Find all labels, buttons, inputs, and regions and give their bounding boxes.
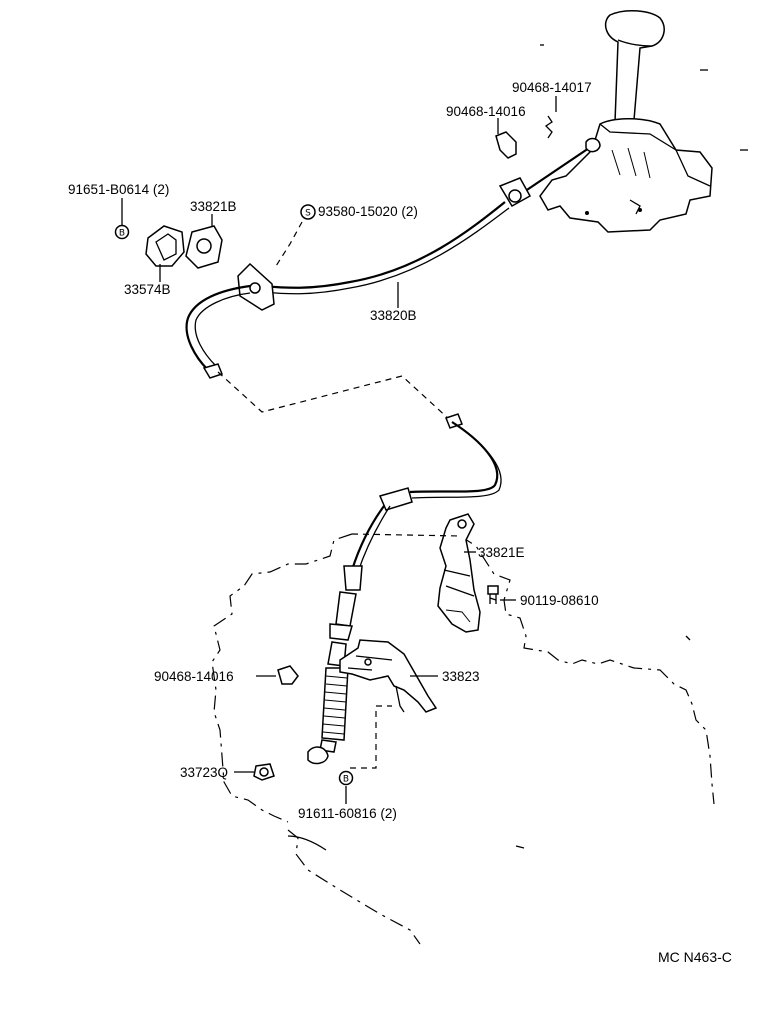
symbol-b-bottom: B (338, 770, 354, 786)
label-91651-B0614: 91651-B0614 (2) (68, 182, 169, 197)
bracket-33823 (339, 639, 438, 713)
symbol-b-top: B (114, 224, 130, 240)
nut-33723Q (253, 763, 275, 781)
bracket-33821E (437, 513, 481, 633)
bolt-90119 (487, 585, 499, 604)
label-90468-14016-top: 90468-14016 (446, 104, 526, 119)
svg-text:B: B (119, 229, 125, 239)
label-90468-14016-bottom: 90468-14016 (154, 669, 234, 684)
label-90119-08610: 90119-08610 (520, 593, 599, 608)
plate-33821B (185, 225, 223, 269)
svg-text:B: B (343, 775, 349, 785)
cable-lower-run (307, 413, 502, 765)
label-90468-14017: 90468-14017 (512, 80, 592, 95)
diagram-code: MC N463-C (658, 949, 732, 965)
seal-33574B (145, 225, 185, 267)
label-91611-60816: 91611-60816 (2) (298, 806, 397, 821)
clip-90468-lower (277, 665, 299, 685)
clip-90468-top (495, 131, 517, 159)
shift-lever-assembly (539, 10, 748, 233)
label-33823: 33823 (442, 669, 480, 684)
leader-lines (121, 96, 557, 804)
label-33723Q: 33723Q (180, 765, 228, 780)
cable-33820B (185, 137, 601, 379)
cable-bellows (321, 667, 349, 741)
label-33821B: 33821B (190, 199, 237, 214)
svg-text:S: S (305, 209, 311, 219)
symbol-s-top: S (300, 204, 316, 220)
label-33821E: 33821E (478, 545, 525, 560)
label-93580-15020: 93580-15020 (2) (318, 204, 418, 219)
label-33820B: 33820B (370, 308, 417, 323)
cable-break-line (217, 371, 451, 421)
label-33574B: 33574B (124, 282, 171, 297)
